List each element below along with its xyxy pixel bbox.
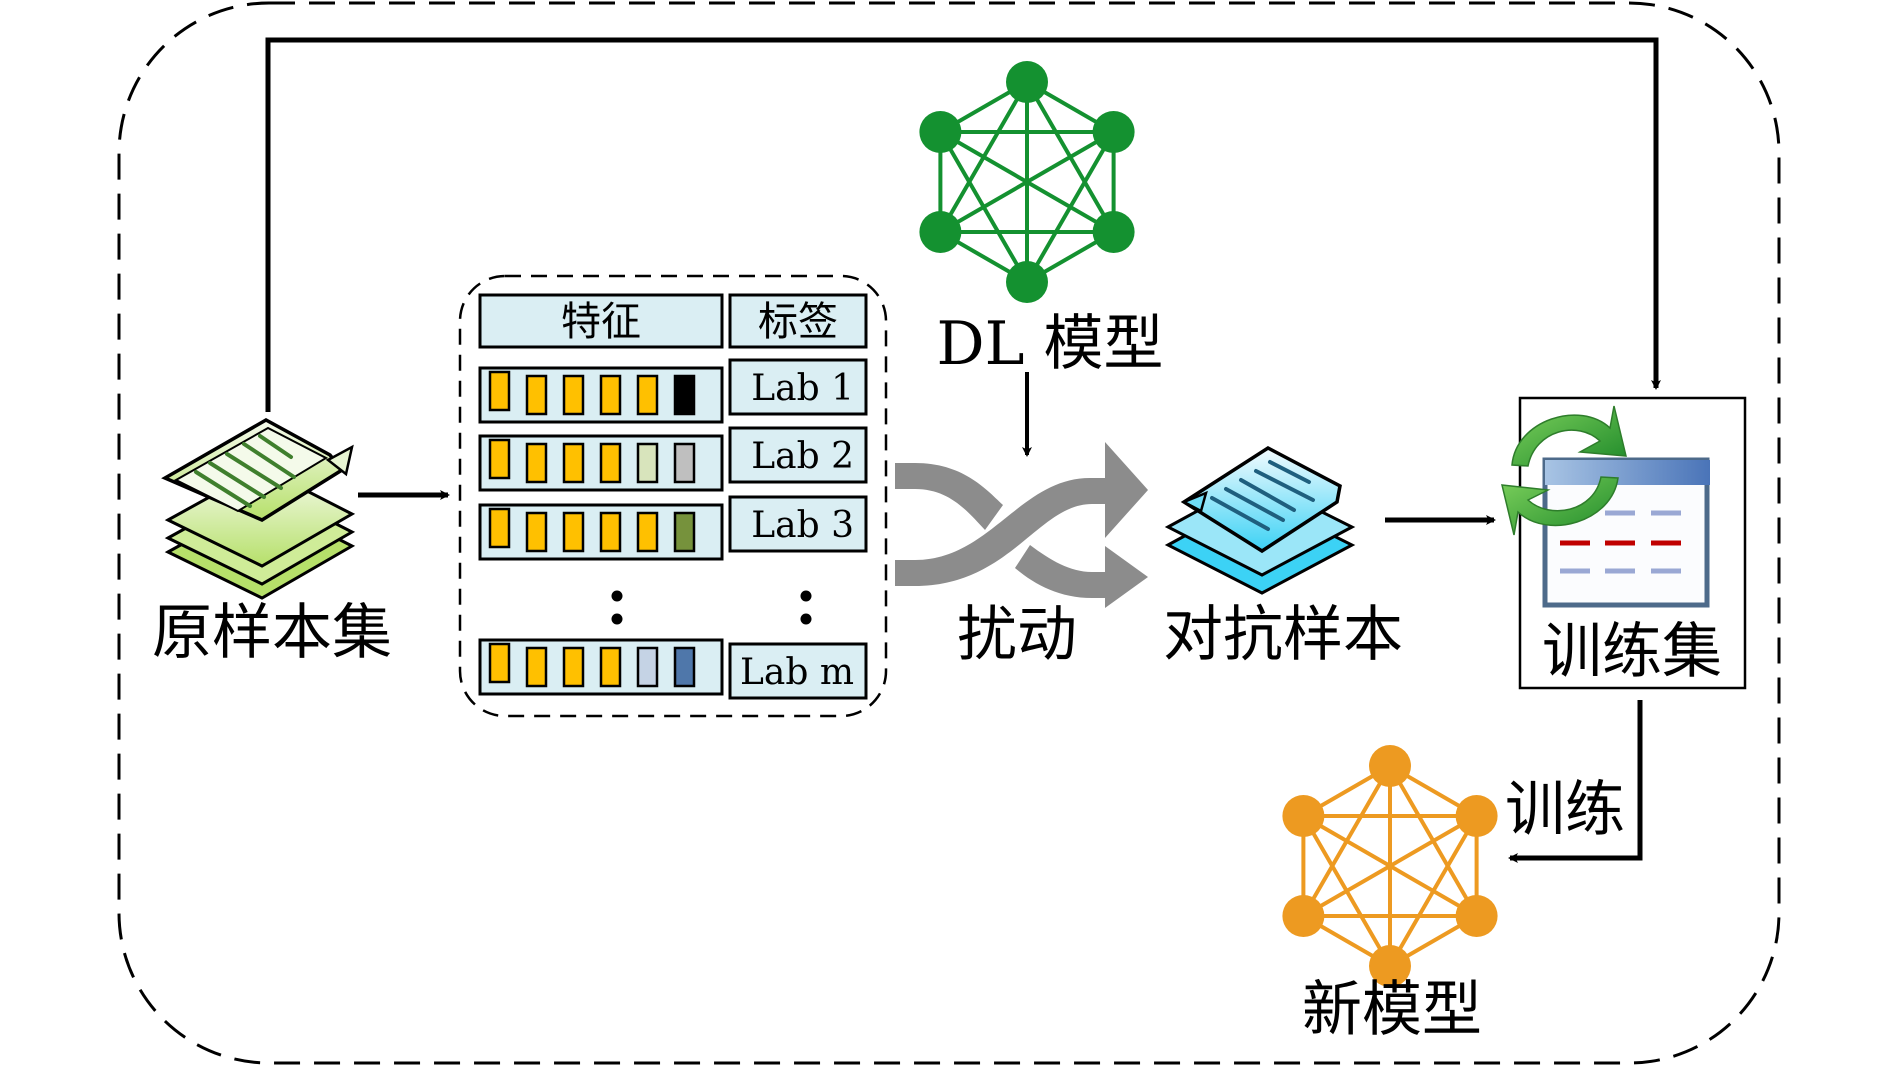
network-node xyxy=(919,211,962,253)
feature-bar xyxy=(562,442,585,484)
shuffle-arrows-icon xyxy=(895,442,1148,608)
network-node xyxy=(919,111,962,153)
network-node xyxy=(1006,261,1048,303)
features-header-label: 特征 xyxy=(561,299,641,345)
feature-bar xyxy=(599,646,622,688)
label-cell xyxy=(728,358,868,416)
original-set-icon xyxy=(161,417,356,600)
row-label: Lab 2 xyxy=(751,436,854,477)
feature-bar xyxy=(562,374,585,416)
new-model-label: 新模型 xyxy=(1302,975,1482,1045)
feature-bar xyxy=(636,374,659,416)
network-node xyxy=(1455,895,1498,937)
network-edge xyxy=(939,130,1115,234)
row-label: Lab 3 xyxy=(751,505,854,546)
feature-bar xyxy=(525,442,548,484)
feature-bar xyxy=(488,438,511,480)
edge-original-to-training xyxy=(265,37,1661,412)
label-cell xyxy=(728,642,868,700)
feature-bar xyxy=(525,374,548,416)
feature-bar xyxy=(636,511,659,553)
feature-bar xyxy=(488,507,511,549)
feature-bar xyxy=(636,646,659,688)
table-row: Lab 1 xyxy=(478,358,868,424)
feature-bar xyxy=(599,374,622,416)
features-header xyxy=(478,293,724,349)
labels-header xyxy=(728,293,868,349)
table-row: Lab m xyxy=(478,638,868,700)
network-node xyxy=(1092,211,1135,253)
label-cell xyxy=(728,495,868,553)
row-label: Lab m xyxy=(740,652,854,693)
feature-bar xyxy=(525,646,548,688)
network-node xyxy=(1006,61,1048,103)
original-set-label: 原样本集 xyxy=(152,598,392,668)
dataset-frame xyxy=(458,274,888,718)
feature-bar xyxy=(562,511,585,553)
ellipsis-dot xyxy=(611,590,623,602)
label-cell xyxy=(728,426,868,484)
adversarial-samples-icon xyxy=(1164,445,1356,595)
training-set-label: 训练集 xyxy=(1542,617,1722,687)
feature-bar xyxy=(636,442,659,484)
feature-bar xyxy=(673,374,696,416)
training-edge-label: 训练 xyxy=(1505,775,1625,845)
feature-bar xyxy=(599,511,622,553)
ellipsis-dot xyxy=(800,590,812,602)
network-node xyxy=(1369,945,1411,987)
network-node xyxy=(1092,111,1135,153)
outer-frame xyxy=(117,1,1781,1065)
network-node xyxy=(1369,745,1411,787)
feature-bar xyxy=(599,442,622,484)
labels-header-label: 标签 xyxy=(758,299,838,345)
feature-bar xyxy=(673,646,696,688)
dl-model-label: DL 模型 xyxy=(936,309,1163,379)
network-node xyxy=(1282,895,1325,937)
dataset-table: 特征 标签 Lab 1 Lab 2 Lab 3 Lab m xyxy=(478,293,868,700)
feature-bar xyxy=(488,370,511,412)
adversarial-samples-label: 对抗样本 xyxy=(1163,600,1403,670)
ellipsis-dot xyxy=(611,613,623,625)
edge-training-to-new-model xyxy=(1508,700,1643,863)
table-row: Lab 2 xyxy=(478,426,868,492)
perturbation-label: 扰动 xyxy=(957,600,1077,670)
ellipsis-dot xyxy=(800,613,812,625)
feature-bar xyxy=(673,511,696,553)
row-label: Lab 1 xyxy=(751,368,854,409)
network-node xyxy=(1455,795,1498,837)
network-edge xyxy=(938,131,1029,283)
feature-bar xyxy=(488,642,511,684)
feature-bar xyxy=(525,511,548,553)
network-edge xyxy=(1302,814,1478,918)
network-edge xyxy=(1301,815,1392,967)
refresh-table-icon xyxy=(1501,405,1710,608)
network-node xyxy=(1282,795,1325,837)
feature-bar xyxy=(673,442,696,484)
feature-bar xyxy=(562,646,585,688)
dl-model-icon xyxy=(919,61,1135,303)
new-model-icon xyxy=(1282,745,1498,987)
table-row: Lab 3 xyxy=(478,495,868,561)
